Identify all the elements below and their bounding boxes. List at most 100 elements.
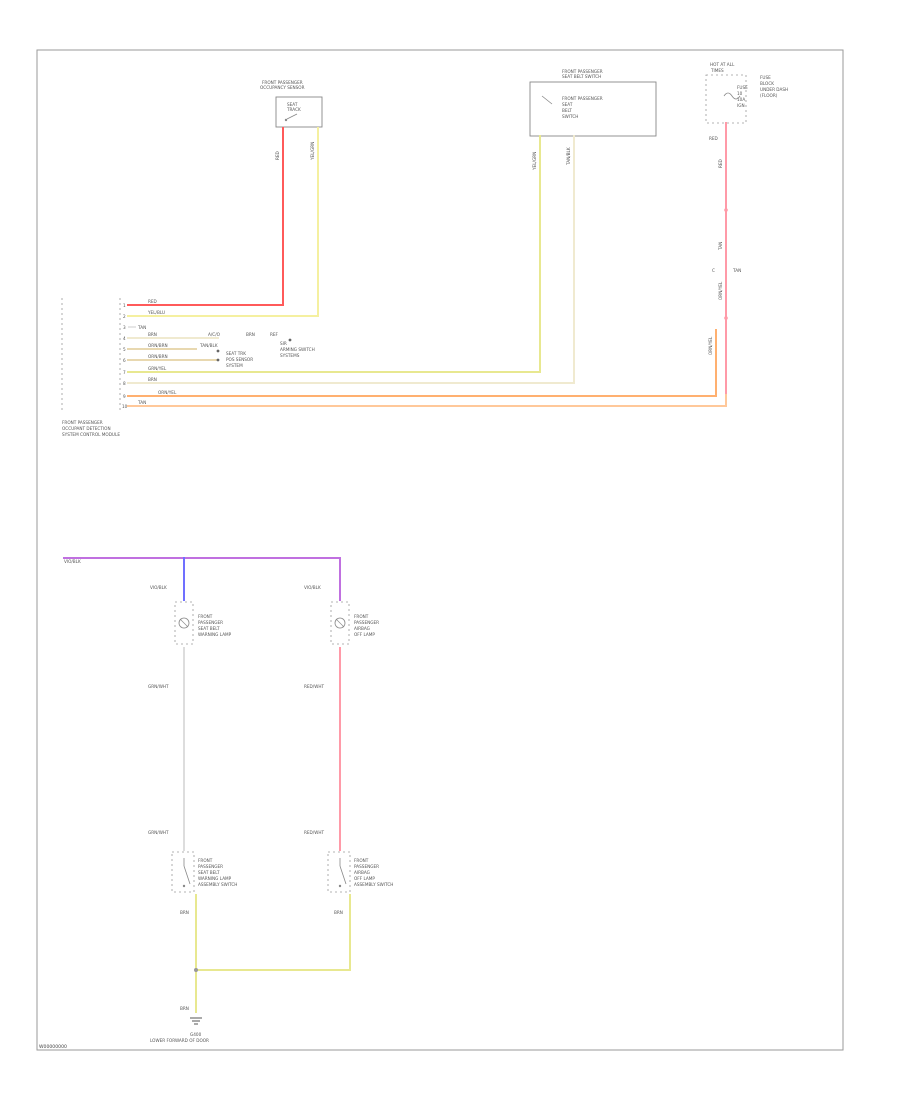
svg-text:FUSE: FUSE	[760, 75, 771, 80]
seat-belt-warning-lamp: FRONT PASSENGER SEAT BELT WARNING LAMP	[174, 601, 232, 645]
svg-text:6: 6	[123, 358, 126, 363]
svg-text:SEAT BELT: SEAT BELT	[198, 626, 220, 631]
svg-text:RED: RED	[275, 151, 280, 160]
svg-text:ASSEMBLY SWITCH: ASSEMBLY SWITCH	[354, 882, 393, 887]
svg-text:ORN/YEL: ORN/YEL	[708, 336, 713, 355]
svg-text:PASSENGER: PASSENGER	[354, 864, 379, 869]
svg-text:AIRBAG: AIRBAG	[354, 870, 370, 875]
svg-text:7: 7	[123, 370, 126, 375]
svg-text:SWITCH: SWITCH	[562, 114, 578, 119]
svg-text:BLOCK: BLOCK	[760, 81, 774, 86]
svg-text:SEAT BELT: SEAT BELT	[198, 870, 220, 875]
svg-text:VIO/BLK: VIO/BLK	[150, 585, 167, 590]
airbag-off-switch-assembly: FRONT PASSENGER AIRBAG OFF LAMP ASSEMBLY…	[327, 851, 393, 893]
seat-belt-sensor: FRONT PASSENGER SEAT BELT SWITCH FRONT P…	[529, 69, 657, 137]
svg-text:PASSENGER: PASSENGER	[198, 864, 223, 869]
airbag-off-lamp: FRONT PASSENGER AIRBAG OFF LAMP	[330, 601, 379, 645]
svg-text:RED: RED	[718, 159, 723, 168]
svg-text:GRN/WHT: GRN/WHT	[148, 684, 169, 689]
svg-text:OFF LAMP: OFF LAMP	[354, 632, 375, 637]
wire-orange-1	[127, 329, 717, 397]
fuse-box-outline	[705, 74, 747, 124]
svg-text:TIMES: TIMES	[710, 68, 724, 73]
svg-text:UNDER DASH: UNDER DASH	[760, 87, 788, 92]
svg-text:RED: RED	[148, 299, 157, 304]
svg-text:10A: 10A	[737, 97, 745, 102]
svg-text:SEAT TRK: SEAT TRK	[226, 351, 246, 356]
svg-text:YEL/GRN: YEL/GRN	[532, 152, 537, 171]
occupancy-sensor-box	[275, 96, 323, 128]
svg-text:BRN: BRN	[148, 332, 157, 337]
svg-text:TAN: TAN	[732, 268, 741, 273]
svg-text:A/C/O: A/C/O	[208, 332, 221, 337]
occupancy-sensor-title-2: OCCUPANCY SENSOR	[260, 85, 305, 90]
svg-text:9: 9	[123, 394, 126, 399]
occupancy-sensor-title-1: FRONT PASSENGER	[262, 80, 303, 85]
wire-orange-2	[127, 394, 727, 407]
svg-text:C: C	[712, 268, 715, 273]
svg-text:VIO/BLK: VIO/BLK	[64, 559, 81, 564]
svg-text:RED: RED	[709, 136, 718, 141]
ground-point: G400 LOWER FORWARD OF DOOR	[150, 1017, 209, 1043]
svg-text:POS SENSOR: POS SENSOR	[226, 357, 253, 362]
svg-text:YEL/BLU: YEL/BLU	[147, 310, 165, 315]
svg-text:TAN/BLK: TAN/BLK	[566, 147, 571, 166]
footer-code: W00000000	[39, 1044, 67, 1050]
svg-text:IGN: IGN	[737, 103, 745, 108]
svg-text:ORN/BRN: ORN/BRN	[148, 354, 168, 359]
svg-text:1: 1	[123, 303, 126, 308]
svg-text:ARMING SWITCH: ARMING SWITCH	[280, 347, 315, 352]
svg-text:SYSTEM: SYSTEM	[226, 363, 243, 368]
svg-text:FRONT PASSENGER: FRONT PASSENGER	[562, 96, 603, 101]
svg-text:ASSEMBLY SWITCH: ASSEMBLY SWITCH	[198, 882, 237, 887]
svg-text:10: 10	[122, 404, 128, 409]
svg-text:TAN/BLK: TAN/BLK	[199, 343, 218, 348]
svg-text:AIRBAG: AIRBAG	[354, 626, 370, 631]
svg-text:SYSTEM CONTROL MODULE: SYSTEM CONTROL MODULE	[62, 432, 120, 437]
svg-text:REF: REF	[270, 332, 279, 337]
svg-text:(FLOOR): (FLOOR)	[760, 93, 778, 98]
seat-belt-switch-assembly: FRONT PASSENGER SEAT BELT WARNING LAMP A…	[171, 851, 237, 893]
svg-text:5: 5	[123, 347, 126, 352]
svg-text:10: 10	[737, 91, 743, 96]
occupant-detection-module: FRONT PASSENGER OCCUPANT DETECTION SYSTE…	[61, 298, 121, 437]
svg-text:FUSE: FUSE	[737, 85, 748, 90]
svg-text:8: 8	[123, 381, 126, 386]
svg-text:4: 4	[123, 336, 126, 341]
svg-text:BRN: BRN	[334, 910, 343, 915]
svg-text:GRN/WHT: GRN/WHT	[148, 830, 169, 835]
svg-text:FRONT: FRONT	[198, 614, 213, 619]
svg-text:3: 3	[123, 325, 126, 330]
svg-text:TRACK: TRACK	[286, 107, 301, 112]
svg-text:YEL/GRN: YEL/GRN	[310, 142, 315, 161]
svg-text:FRONT: FRONT	[198, 858, 213, 863]
svg-text:G400: G400	[190, 1032, 202, 1037]
svg-text:BRN: BRN	[246, 332, 255, 337]
connector-pins: 1 2 3 4 5 6 7 8 9 10	[122, 303, 128, 409]
svg-text:TAN: TAN	[137, 325, 146, 330]
svg-text:TAN: TAN	[137, 400, 146, 405]
svg-text:RED/WHT: RED/WHT	[304, 684, 324, 689]
seat-belt-sensor-box	[529, 81, 657, 137]
module-side-notes: TAN/BLK SEAT TRK POS SENSOR SYSTEM SIR A…	[199, 338, 315, 368]
wire-yellow-seatbelt	[127, 135, 541, 373]
row-wire-labels: RED YEL/BLU TAN BRN A/C/O BRN REF ORN/BR…	[137, 299, 279, 405]
svg-text:FRONT: FRONT	[354, 858, 369, 863]
svg-text:SEAT: SEAT	[287, 102, 298, 107]
wire-ground-right	[195, 894, 351, 971]
svg-text:SEAT BELT SWITCH: SEAT BELT SWITCH	[562, 74, 601, 79]
svg-text:PASSENGER: PASSENGER	[198, 620, 223, 625]
svg-text:BELT: BELT	[562, 108, 572, 113]
svg-text:ORN/BRN: ORN/BRN	[148, 343, 168, 348]
occupancy-sensor: FRONT PASSENGER OCCUPANCY SENSOR SEAT TR…	[260, 80, 323, 128]
wire-cream-seatbelt	[127, 135, 575, 384]
svg-text:FRONT PASSENGER: FRONT PASSENGER	[562, 69, 603, 74]
svg-text:VIO/BLK: VIO/BLK	[304, 585, 321, 590]
svg-text:TAN: TAN	[718, 242, 723, 251]
wire-violet-bus	[63, 557, 341, 601]
svg-text:SIR: SIR	[280, 341, 287, 346]
svg-text:RED/WHT: RED/WHT	[304, 830, 324, 835]
svg-text:FRONT: FRONT	[354, 614, 369, 619]
svg-text:FRONT PASSENGER: FRONT PASSENGER	[62, 420, 103, 425]
